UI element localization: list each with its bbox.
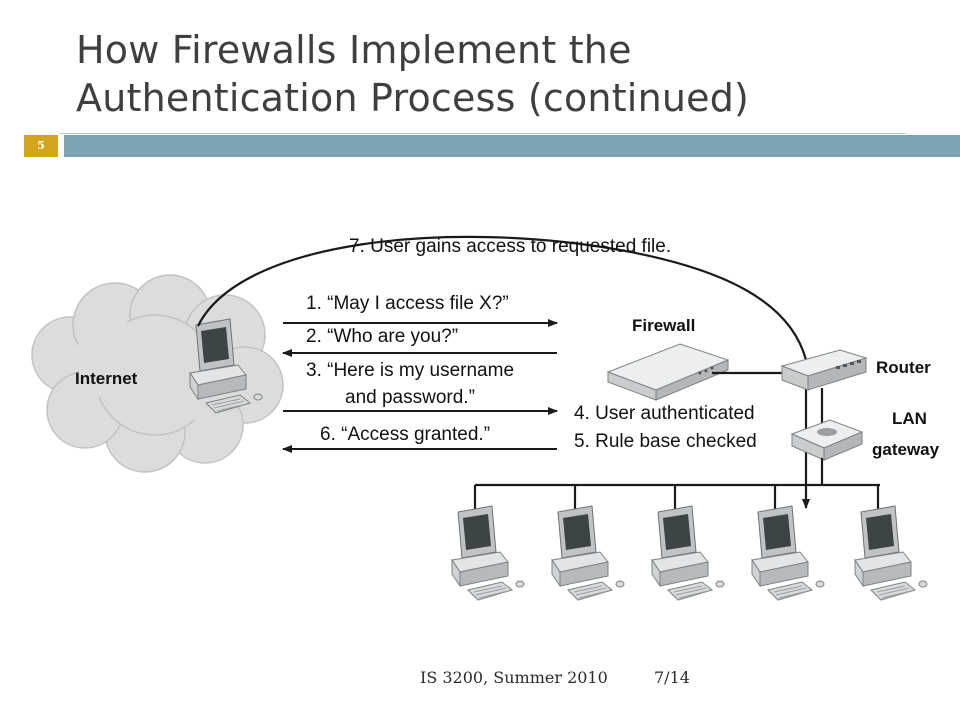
- lan-computer-4-icon: [751, 505, 825, 601]
- internet-label: Internet: [75, 369, 138, 388]
- slide-title-line2: Authentication Process (continued): [76, 76, 750, 120]
- slide-title: How Firewalls Implement the Authenticati…: [76, 26, 936, 122]
- firewall-label: Firewall: [632, 316, 695, 335]
- step-7-label: 7. User gains access to requested file.: [349, 236, 671, 257]
- step-3-label-line2: and password.”: [345, 387, 475, 408]
- lan-bus: [473, 458, 880, 512]
- lan-gateway-label-line1: LAN: [892, 409, 927, 428]
- lan-gateway-icon: [790, 419, 864, 461]
- firewall-icon: [606, 343, 730, 401]
- step-3-label-line1: 3. “Here is my username: [306, 360, 514, 381]
- lan-gateway-label-line2: gateway: [872, 440, 940, 459]
- lan-computer-3-icon: [651, 505, 725, 601]
- slide-title-line1: How Firewalls Implement the: [76, 28, 632, 72]
- lan-computer-2-icon: [551, 505, 625, 601]
- step-2-label: 2. “Who are you?”: [306, 326, 458, 347]
- step-5-label: 5. Rule base checked: [574, 431, 757, 452]
- step-6-label: 6. “Access granted.”: [320, 424, 490, 445]
- lan-computer-5-icon: [854, 505, 928, 601]
- footer-date: 7/14: [654, 668, 690, 687]
- router-label: Router: [876, 358, 931, 377]
- access-arc-arrow: [197, 235, 810, 509]
- lan-computer-1-icon: [451, 505, 525, 601]
- slide-number: 5: [24, 135, 58, 157]
- internet-cloud-icon: [31, 274, 284, 473]
- step-4-label: 4. User authenticated: [574, 403, 755, 424]
- header-bar: [64, 135, 960, 157]
- step-1-label: 1. “May I access file X?”: [306, 293, 509, 314]
- footer-course: IS 3200, Summer 2010: [420, 668, 608, 687]
- router-icon: [780, 349, 868, 391]
- title-divider: [60, 133, 906, 134]
